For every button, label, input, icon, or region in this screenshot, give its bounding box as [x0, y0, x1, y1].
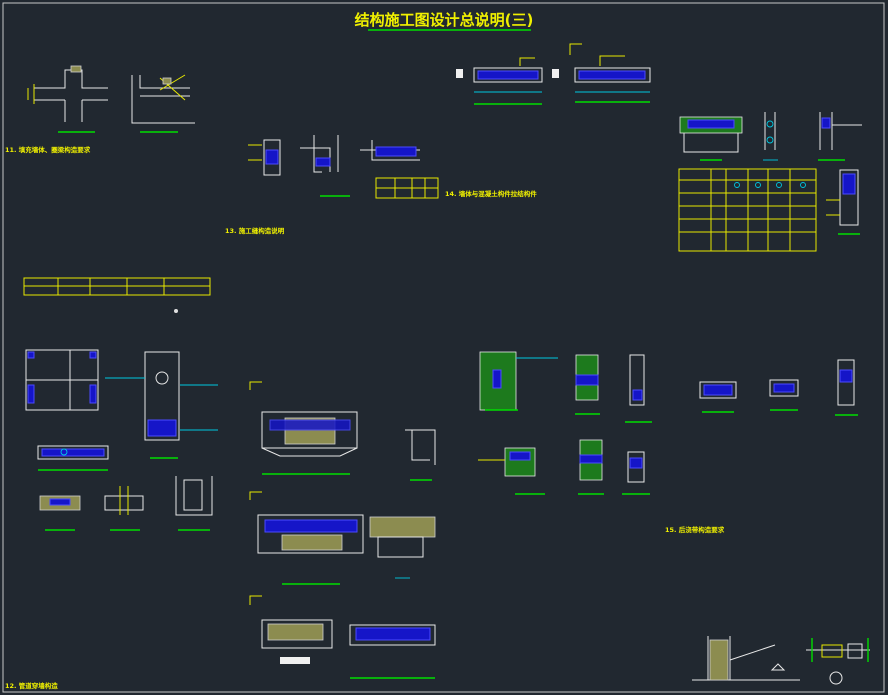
beam-with-haunch-1 — [249, 381, 358, 475]
detail-12-frame-plan — [25, 349, 99, 411]
note-12: 12. 管道穿墙构造 — [5, 681, 58, 690]
detail-12-small-sections — [39, 476, 213, 531]
top-right-schedule-table — [678, 168, 817, 252]
detail-15-wall-1 — [575, 354, 600, 415]
note-14: 14. 墙体与混凝土构件拉结构件 — [445, 189, 537, 198]
detail-15-wall-2 — [625, 354, 652, 423]
note-11: 11. 填充墙体、圈梁构造要求 — [5, 145, 91, 154]
detail-15-beam-1 — [699, 381, 737, 413]
detail-13-tie-2 — [300, 135, 350, 197]
reference-dot — [174, 309, 178, 313]
mid-left-table — [23, 277, 211, 296]
bottom-right-wall-detail — [692, 636, 800, 681]
detail-15-lower-2 — [578, 439, 604, 495]
beam-bottom-1 — [249, 595, 333, 664]
detail-15-lower-3 — [622, 451, 650, 495]
note-15: 15. 后浇带构造要求 — [665, 525, 725, 534]
beam-bottom-2 — [349, 624, 436, 679]
note-13: 13. 施工缝构造说明 — [225, 226, 285, 235]
beam-section-top-1 — [456, 57, 543, 105]
bottom-right-rebar-coupler — [806, 638, 870, 685]
detail-14-table — [375, 177, 439, 199]
detail-12-column-hole — [105, 351, 218, 459]
corner-detail-right — [405, 429, 436, 481]
detail-11-tee-wall — [27, 65, 108, 133]
detail-13-tie-3 — [360, 140, 420, 161]
top-right-beam-detail — [679, 116, 743, 161]
top-right-column-detail-1 — [763, 112, 778, 161]
detail-15-column — [835, 359, 858, 416]
beam-with-haunch-2 — [249, 491, 364, 585]
drawing-title: 结构施工图设计总说明(三) — [355, 11, 534, 29]
small-conc-detail — [369, 516, 436, 579]
detail-15-beam-2 — [769, 379, 799, 411]
detail-11-corner-wall — [131, 74, 195, 133]
top-right-column-detail-2 — [818, 112, 862, 161]
top-right-wall-column — [826, 169, 860, 235]
detail-13-tie-1 — [248, 139, 281, 176]
detail-15-slab — [479, 351, 558, 411]
beam-section-top-2 — [552, 43, 651, 103]
detail-15-lower-1 — [478, 447, 545, 495]
detail-12-beam-1 — [37, 445, 109, 471]
